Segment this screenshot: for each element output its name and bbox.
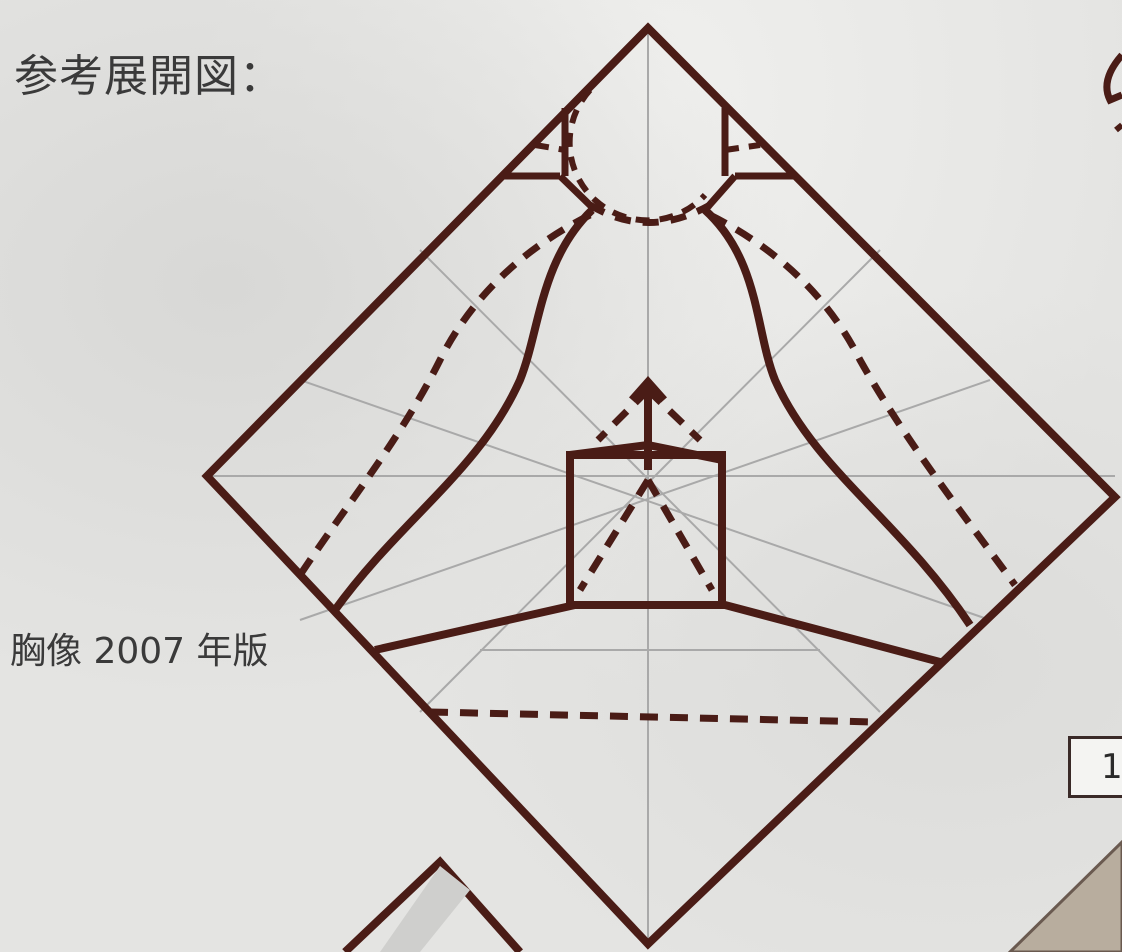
- head-arc-dashed: [588, 201, 712, 226]
- right-edge-arrow-fragment: [1114, 122, 1122, 133]
- step-number-box: 1: [1068, 736, 1122, 798]
- next-diagram-shading: [380, 866, 470, 952]
- diagonal-guide-line: [299, 379, 991, 621]
- diagram-caption: 胸像 2007 年版: [10, 631, 269, 672]
- top-corner-valley-folds: [534, 87, 761, 224]
- guide-creases: [207, 28, 1115, 944]
- body-valley-folds: [297, 211, 1018, 726]
- tan-paper-fragment: [1007, 839, 1122, 952]
- next-diagram-fragment: [342, 856, 523, 952]
- body-outline-curves: [331, 207, 974, 666]
- right-edge-fragment: [1103, 52, 1122, 105]
- top-corner-folds: [500, 108, 795, 213]
- square-paper-outline: [201, 22, 1121, 950]
- page-title: 参考展開図：: [14, 51, 284, 102]
